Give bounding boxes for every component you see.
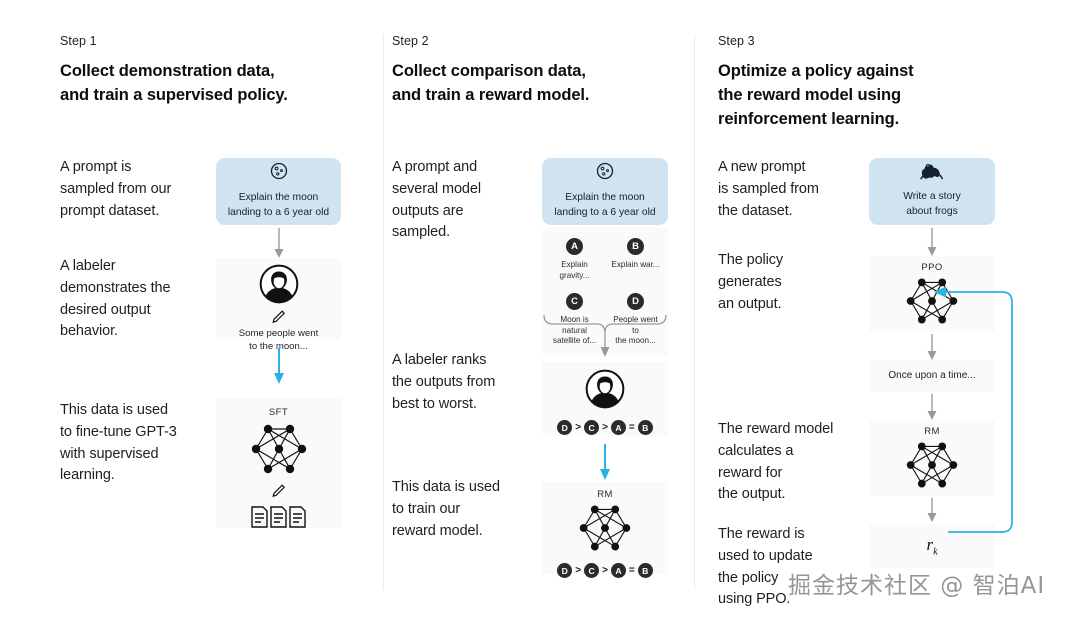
step-1-label: Step 1 xyxy=(60,34,97,48)
rank-op-2: > xyxy=(602,565,608,576)
documents-icon xyxy=(250,505,308,534)
step-2-ranking-rm: D > C > A = B xyxy=(557,563,653,578)
column-divider-2 xyxy=(694,34,695,590)
step-2-labeler-card: D > C > A = B xyxy=(542,362,668,436)
step-3-output-card: Once upon a time... xyxy=(869,360,995,392)
step-2-brace-arrow xyxy=(540,313,670,366)
step-3-column: Step 3 Optimize a policy against the rew… xyxy=(718,34,1048,594)
step-3-prompt-text: Write a story about frogs xyxy=(903,191,961,217)
rank-op-2: > xyxy=(602,422,608,433)
option-b-text: Explain war... xyxy=(611,260,660,269)
step-1-narrative-2: A labeler demonstrates the desired outpu… xyxy=(60,258,171,340)
step-3-title: Optimize a policy against the reward mod… xyxy=(718,62,914,128)
rank-badge-c: C xyxy=(584,563,600,578)
rank-badge-d: D xyxy=(557,563,573,578)
reward-symbol: rk xyxy=(926,534,938,558)
step-3-arrow-1 xyxy=(924,228,940,263)
rank-badge-a: A xyxy=(610,563,626,578)
step-2-title: Collect comparison data, and train a rew… xyxy=(392,62,590,104)
frog-icon xyxy=(919,162,945,185)
step-1-prompt-box: Explain the moon landing to a 6 year old xyxy=(216,158,341,225)
step-3-prompt-box: Write a story about frogs xyxy=(869,158,995,225)
neural-network-icon xyxy=(248,421,310,482)
step-3-arrow-3 xyxy=(924,394,940,427)
step-2-rm-card: RM D > xyxy=(542,482,668,578)
labeler-avatar-icon xyxy=(259,264,299,309)
rank-badge-c: C xyxy=(584,420,600,435)
ppo-model-label: PPO xyxy=(921,262,943,273)
step-2-narrative-1: A prompt and several model outputs are s… xyxy=(392,159,481,241)
neural-network-icon xyxy=(576,502,634,559)
labeler-avatar-icon xyxy=(585,369,625,414)
option-a-badge: A xyxy=(566,238,583,255)
step-2-ranking-labeler: D > C > A = B xyxy=(557,420,653,435)
option-c-text: Moon is natural satellite of... xyxy=(552,315,597,346)
step-2-cyan-arrow xyxy=(597,444,613,487)
step-3-narrative-4: The reward is used to update the policy … xyxy=(718,526,813,608)
step-2-column: Step 2 Collect comparison data, and trai… xyxy=(392,34,690,594)
step-3-narrative-3: The reward model calculates a reward for… xyxy=(718,421,834,503)
step-1-labeler-caption: Some people went to the moon... xyxy=(238,328,319,352)
pencil-icon xyxy=(271,484,286,502)
option-d-text: People went to the moon... xyxy=(613,315,658,346)
option-b: B Explain war... xyxy=(609,238,662,281)
step-3-arrow-4 xyxy=(924,498,940,529)
feedback-loop-arrow xyxy=(930,284,1026,557)
step-3-ppo-card: PPO xyxy=(869,256,995,332)
rank-badge-d: D xyxy=(557,420,573,435)
step-2-label: Step 2 xyxy=(392,34,429,48)
rank-op-1: > xyxy=(575,565,582,576)
rank-op-1: > xyxy=(575,422,582,433)
rank-badge-a: A xyxy=(610,420,626,435)
rank-op-3: = xyxy=(628,565,635,576)
step-1-title: Collect demonstration data, and train a … xyxy=(60,62,288,104)
step-3-arrow-2 xyxy=(924,334,940,367)
step-2-prompt-text: Explain the moon landing to a 6 year old xyxy=(554,192,656,218)
option-d: D People went to the moon... xyxy=(609,293,662,347)
watermark: 掘金技术社区 @ 智泊AI xyxy=(788,573,1046,599)
rank-badge-b: B xyxy=(637,563,653,578)
step-3-rm-card: RM xyxy=(869,420,995,496)
rank-op-3: = xyxy=(628,422,635,433)
option-d-badge: D xyxy=(627,293,644,311)
step-1-narrative-1: A prompt is sampled from our prompt data… xyxy=(60,159,172,219)
step-3-output-text: Once upon a time... xyxy=(888,370,976,382)
step-3-rm-label: RM xyxy=(924,426,940,437)
step-1-sft-card: SFT xyxy=(216,398,341,528)
step-2-narrative-3: This data is used to train our reward mo… xyxy=(392,479,500,539)
pencil-icon xyxy=(271,310,286,328)
option-c: C Moon is natural satellite of... xyxy=(548,293,601,347)
step-3-narrative-1: A new prompt is sampled from the dataset… xyxy=(718,159,819,219)
step-1-narrative-3: This data is used to fine-tune GPT-3 wit… xyxy=(60,402,177,484)
step-1-prompt-text: Explain the moon landing to a 6 year old xyxy=(227,192,330,218)
option-a: A Explain gravity... xyxy=(548,238,601,281)
sft-model-label: SFT xyxy=(268,407,289,418)
moon-icon xyxy=(595,161,615,186)
rm-model-label: RM xyxy=(597,489,613,500)
neural-network-icon xyxy=(903,439,961,496)
step-1-labeler-card: Some people went to the moon... xyxy=(216,258,341,352)
option-b-badge: B xyxy=(627,238,644,255)
moon-icon xyxy=(269,161,289,186)
step-1-cyan-arrow xyxy=(271,348,287,391)
column-divider-1 xyxy=(383,34,384,590)
step-2-narrative-2: A labeler ranks the outputs from best to… xyxy=(392,352,496,412)
step-1-arrow-1 xyxy=(271,228,287,265)
step-1-column: Step 1 Collect demonstration data, and t… xyxy=(60,34,378,594)
rank-badge-b: B xyxy=(637,420,653,435)
neural-network-icon xyxy=(903,275,961,332)
step-3-narrative-2: The policy generates an output. xyxy=(718,252,784,312)
option-a-text: Explain gravity... xyxy=(559,260,590,280)
option-c-badge: C xyxy=(566,293,583,311)
step-3-label: Step 3 xyxy=(718,34,755,48)
step-2-prompt-box: Explain the moon landing to a 6 year old xyxy=(542,158,668,225)
